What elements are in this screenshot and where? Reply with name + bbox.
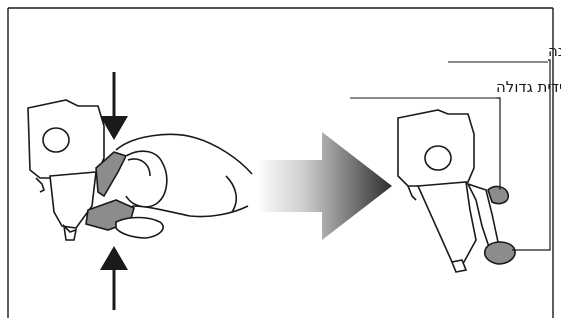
device-left — [28, 100, 252, 240]
small-handle-label: ידית קטנה — [548, 42, 561, 60]
large-handle-label: ידית גדולה — [496, 78, 561, 96]
up-arrow-icon — [100, 246, 128, 310]
right-arrow-icon — [256, 132, 392, 240]
device-right — [398, 110, 515, 272]
